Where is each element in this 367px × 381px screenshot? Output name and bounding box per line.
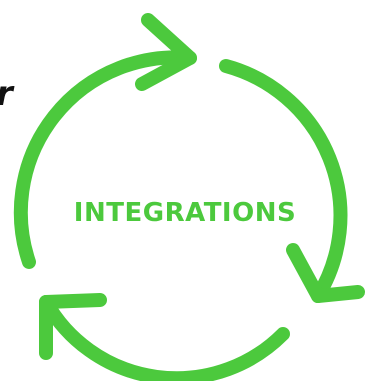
partial-text: r [0,74,13,114]
arrowhead-right [286,243,365,303]
arc-bottom [39,295,290,381]
arrowhead-top [135,13,197,91]
arc-right [219,59,348,303]
arrowhead-bottom [39,293,107,360]
arc-top [13,50,197,269]
integrations-label: INTEGRATIONS [73,198,297,228]
